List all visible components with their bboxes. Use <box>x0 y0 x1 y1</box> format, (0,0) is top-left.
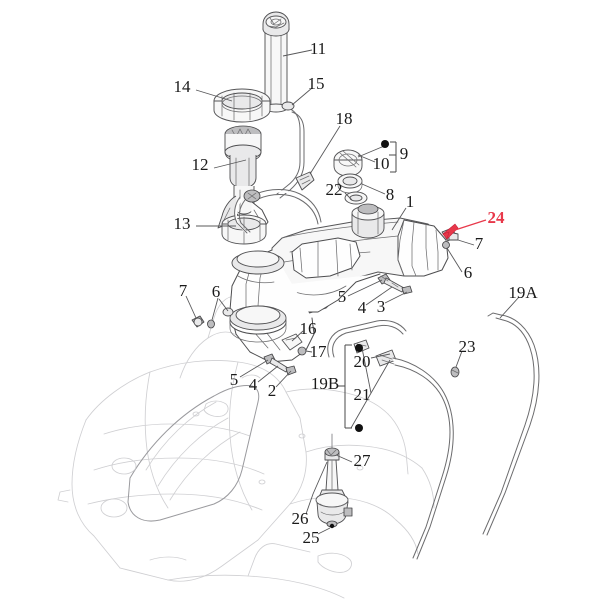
callout-label-3c: 3 <box>377 297 386 316</box>
callout-label-15: 15 <box>308 74 325 93</box>
callout-label-26: 26 <box>292 509 309 528</box>
breather-hose-19a <box>482 312 541 538</box>
callout-label-19B: 19B <box>311 374 339 393</box>
callout-label-24: 24 <box>488 208 506 227</box>
fuel-line-15 <box>234 101 324 236</box>
callout-label-5c: 5 <box>338 287 347 306</box>
callout-label-16: 16 <box>300 319 317 338</box>
fuel-pump-assembly-12 <box>217 125 269 231</box>
callout-label-20: 20 <box>354 352 371 371</box>
callout-label-7r: 7 <box>475 234 484 253</box>
leader-lines <box>185 49 520 535</box>
o-ring-22 <box>344 191 368 205</box>
lock-ring-14 <box>213 88 271 123</box>
grommet-6-left <box>207 307 234 329</box>
highlighted-fastener-24 <box>442 223 459 240</box>
callout-label-6r: 6 <box>464 263 473 282</box>
callout-label-17: 17 <box>310 342 328 361</box>
callout-label-22: 22 <box>326 180 343 199</box>
callout-label-2b: 2 <box>268 381 277 400</box>
sensor-18 <box>295 171 315 191</box>
callout-label-12: 12 <box>192 155 209 174</box>
callout-label-6l: 6 <box>212 282 221 301</box>
filler-cap-10 <box>333 149 363 177</box>
pump-assembly-25-27 <box>315 433 353 528</box>
callout-label-8: 8 <box>386 185 395 204</box>
fasteners-2-4-5-left <box>263 353 297 376</box>
clip-17 <box>297 346 307 356</box>
callout-label-10: 10 <box>373 154 390 173</box>
callout-label-4c: 4 <box>358 298 367 317</box>
callout-label-14: 14 <box>174 77 192 96</box>
filler-neck-tube <box>262 11 290 113</box>
dot-markers <box>329 140 389 529</box>
callout-label-9: 9 <box>400 144 409 163</box>
callout-label-5b: 5 <box>230 370 239 389</box>
callout-label-4b: 4 <box>249 375 258 394</box>
hose-assembly-19b <box>327 320 460 562</box>
callout-label-7l: 7 <box>179 281 188 300</box>
callout-label-1: 1 <box>406 192 415 211</box>
fasteners-3-4-5-center <box>377 273 413 295</box>
callout-label-18: 18 <box>336 109 353 128</box>
callout-label-21: 21 <box>354 385 371 404</box>
fuel-tank-body <box>229 203 449 363</box>
callout-label-27: 27 <box>354 451 372 470</box>
bush-7-left <box>191 315 205 328</box>
callout-label-23: 23 <box>459 337 476 356</box>
callout-label-11: 11 <box>310 39 326 58</box>
callout-label-19A: 19A <box>508 283 538 302</box>
seal-ring-8 <box>337 173 363 194</box>
callout-label-25: 25 <box>303 528 320 547</box>
callout-label-13: 13 <box>174 214 191 233</box>
